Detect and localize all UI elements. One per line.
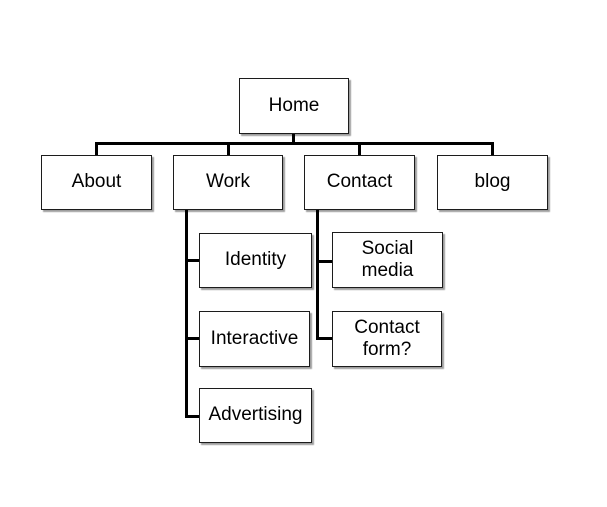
connector-work-stub — [227, 142, 230, 156]
node-contact[interactable]: Contact — [304, 155, 415, 210]
connector-home-stub — [292, 134, 295, 144]
connector-social-media-stub — [316, 260, 333, 263]
connector-blog-stub — [491, 142, 494, 156]
node-about[interactable]: About — [41, 155, 152, 210]
connector-contact-form-stub — [316, 337, 333, 340]
connector-level1-horizontal — [95, 142, 494, 145]
node-contact-form[interactable]: Contact form? — [332, 311, 442, 367]
connector-interactive-stub — [185, 337, 200, 340]
node-interactive[interactable]: Interactive — [199, 311, 310, 367]
node-social-media[interactable]: Social media — [332, 232, 443, 288]
connector-identity-stub — [185, 259, 200, 262]
node-work[interactable]: Work — [173, 155, 283, 210]
node-identity[interactable]: Identity — [199, 233, 312, 288]
connector-advertising-stub — [185, 415, 200, 418]
connector-work-trunk — [185, 209, 188, 418]
node-blog[interactable]: blog — [437, 155, 548, 210]
node-home[interactable]: Home — [239, 78, 349, 134]
connector-about-stub — [95, 142, 98, 156]
connector-contact-trunk — [316, 209, 319, 340]
connector-contact-stub — [358, 142, 361, 156]
node-advertising[interactable]: Advertising — [199, 388, 312, 443]
